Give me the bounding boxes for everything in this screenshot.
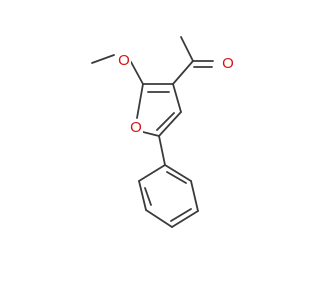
bond-c4-c5-inner	[156, 112, 175, 131]
bond-cho-h	[180, 36, 194, 62]
benzene-bond-5	[190, 180, 199, 212]
benzene-inner-bond-3	[166, 171, 187, 184]
ring-oxygen-label: O	[130, 119, 142, 136]
bond-c5-oring	[142, 131, 160, 137]
bond-c4-c5	[158, 111, 182, 137]
bond-o-c2	[130, 61, 144, 85]
bonds	[91, 36, 214, 228]
benzene-bond-3	[145, 209, 173, 228]
bond-methyl-o	[91, 54, 115, 64]
atom-labels: O O O	[117, 52, 235, 137]
methoxy-oxygen-label: O	[118, 52, 130, 69]
bond-oring-c2	[136, 83, 144, 119]
aldehyde-oxygen-label-bg	[221, 55, 235, 73]
benzene-bond-4	[171, 210, 199, 228]
bond-c3-cho	[172, 60, 194, 85]
benzene-inner-bond-1	[144, 187, 152, 206]
molecule-canvas: O O O	[91, 36, 235, 228]
bond-c5-phenyl	[158, 135, 166, 166]
benzene-bond-2	[138, 180, 147, 211]
benzene-bond-1	[138, 164, 166, 182]
bond-c3-c4	[172, 83, 182, 113]
aldehyde-oxygen-label: O	[222, 55, 234, 72]
methoxy-oxygen-label-bg	[117, 52, 131, 70]
benzene-bond-6	[164, 164, 192, 182]
benzene-inner-bond-2	[170, 208, 192, 222]
ring-oxygen-label-bg	[129, 119, 143, 137]
molecule-diagram: O O O	[91, 36, 235, 228]
